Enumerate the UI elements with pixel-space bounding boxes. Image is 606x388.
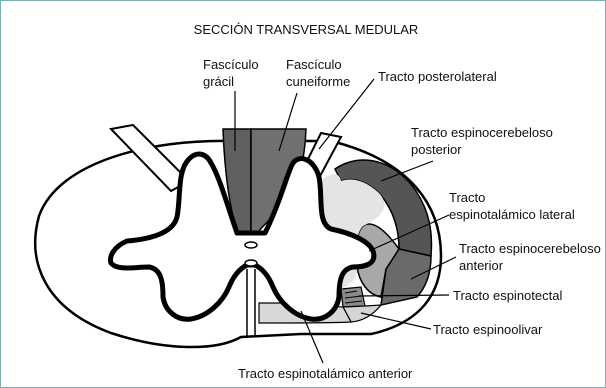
label-fasciculo-cuneiforme: Fascículo cuneiforme <box>286 57 350 89</box>
label-espinotalamico-lateral: Tracto espinotalámico lateral <box>449 190 575 222</box>
label-espinotectal: Tracto espinotectal <box>453 288 562 303</box>
label-espinoolivar: Tracto espinoolivar <box>433 322 543 337</box>
diagram-title: SECCIÓN TRANSVERSAL MEDULAR <box>194 22 419 37</box>
label-espinocerebeloso-posterior: Tracto espinocerebeloso posterior <box>411 125 557 157</box>
label-fasciculo-gracil: Fascículo grácil <box>203 57 262 89</box>
label-espinotalamico-anterior: Tracto espinotalámico anterior <box>238 366 413 381</box>
label-tracto-posterolateral: Tracto posterolateral <box>378 69 497 84</box>
central-canal <box>245 242 257 248</box>
label-espinocerebeloso-anterior: Tracto espinocerebeloso anterior <box>459 241 605 273</box>
leader-tracto-posterolateral <box>319 79 374 149</box>
anterior-commissure <box>245 260 257 266</box>
